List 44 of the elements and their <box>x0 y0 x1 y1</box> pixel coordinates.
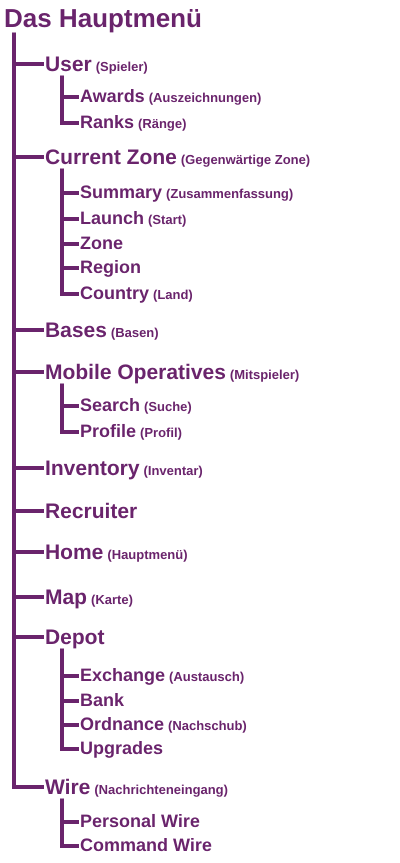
submenu-item: Upgrades <box>80 739 164 759</box>
translation-text: (Spieler) <box>96 58 148 74</box>
menu-label: Home <box>45 540 104 564</box>
translation-text: (Profil) <box>140 425 182 440</box>
translation-text: (Nachrichteneingang) <box>94 782 228 796</box>
menu-label: Search <box>80 395 140 415</box>
menu-label: User <box>45 52 92 76</box>
tree-connector <box>12 32 44 789</box>
translation-text: (Austausch) <box>169 669 244 684</box>
translation-text: (Zusammenfassung) <box>166 186 294 201</box>
translation-text: (Inventar) <box>144 462 203 478</box>
menu-label: Current Zone <box>45 146 177 168</box>
translation-text: (Land) <box>153 287 193 302</box>
submenu-item: Command Wire <box>80 836 212 856</box>
translation-text: (Nachschub) <box>168 718 247 733</box>
translation-text: (Basen) <box>110 324 159 340</box>
translation-text: (Auszeichnungen) <box>148 90 262 105</box>
translation-text: (Start) <box>148 212 186 227</box>
menu-label: Ranks <box>80 112 134 132</box>
translation-text: (Ränge) <box>138 116 186 131</box>
menu-item: Depot <box>45 626 104 649</box>
menu-label: Wire <box>45 776 90 798</box>
menu-label: Profile <box>80 421 136 441</box>
menu-label: Mobile Operatives <box>45 360 226 384</box>
menu-label: Map <box>45 586 87 608</box>
submenu-item: Zone <box>80 234 123 254</box>
menu-label: Awards <box>80 86 145 106</box>
menu-label: Ordnance <box>80 714 164 734</box>
translation-text: (Suche) <box>144 399 192 414</box>
translation-text: (Mitspieler) <box>230 366 300 382</box>
submenu-item: Personal Wire <box>80 812 200 832</box>
submenu-item: Region <box>80 258 141 278</box>
menu-label: Country <box>80 283 149 303</box>
menu-label: Bases <box>45 318 107 342</box>
translation-text: (Hauptmenü) <box>107 546 188 562</box>
title-text: Das Hauptmenü <box>4 4 202 32</box>
translation-text: (Gegenwärtige Zone) <box>180 152 310 166</box>
menu-label: Launch <box>80 208 144 228</box>
menu-item: Recruiter <box>45 500 138 523</box>
menu-label: Inventory <box>45 456 140 480</box>
menu-label: Exchange <box>80 665 166 685</box>
submenu-item: Bank <box>80 691 124 711</box>
translation-text: (Karte) <box>91 592 133 606</box>
menu-label: Summary <box>80 182 162 202</box>
